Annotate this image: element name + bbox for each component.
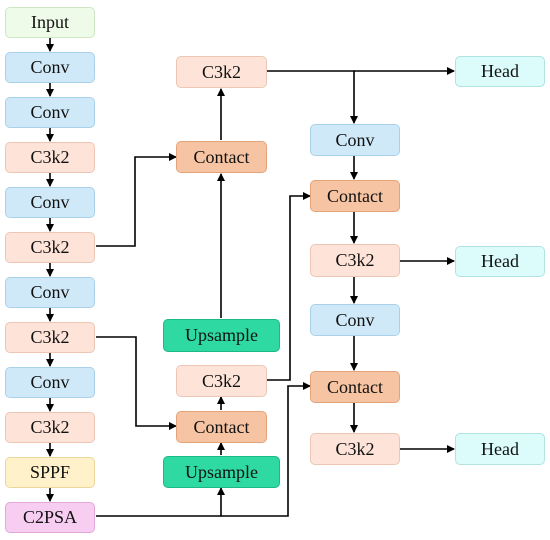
right-contact-node-2: Contact [310,371,400,403]
c3k2-node-4: C3k2 [5,412,95,443]
arrow [267,70,358,124]
right-conv-node-1: Conv [310,124,400,156]
arrow [96,487,225,517]
mid-upsample-bottom-node: Upsample [163,456,280,488]
conv-node-4: Conv [5,277,95,308]
mid-c3k2-mid-node: C3k2 [176,365,267,397]
c3k2-node-2: C3k2 [5,232,95,263]
mid-contact-top-node: Contact [176,141,267,173]
arrow [221,382,311,517]
right-contact-node-1: Contact [310,180,400,212]
conv-node-3: Conv [5,187,95,218]
right-c3k2-node-2: C3k2 [310,433,400,465]
mid-c3k2-top-node: C3k2 [176,56,267,88]
c3k2-node-3: C3k2 [5,322,95,353]
conv-node-5: Conv [5,367,95,398]
input-node: Input [5,7,95,38]
right-conv-node-2: Conv [310,304,400,336]
arrow [267,192,311,381]
mid-contact-bottom-node: Contact [176,411,267,443]
head-node-2: Head [455,246,545,277]
conv-node-2: Conv [5,97,95,128]
arrow [96,153,177,247]
sppf-node: SPPF [5,457,95,488]
head-node-3: Head [455,433,545,465]
c2psa-node: C2PSA [5,502,95,533]
c3k2-node-1: C3k2 [5,142,95,173]
mid-upsample-top-node: Upsample [163,319,280,352]
head-node-1: Head [455,56,545,87]
conv-node-1: Conv [5,52,95,83]
right-c3k2-node-1: C3k2 [310,244,400,277]
arrow [96,336,177,430]
